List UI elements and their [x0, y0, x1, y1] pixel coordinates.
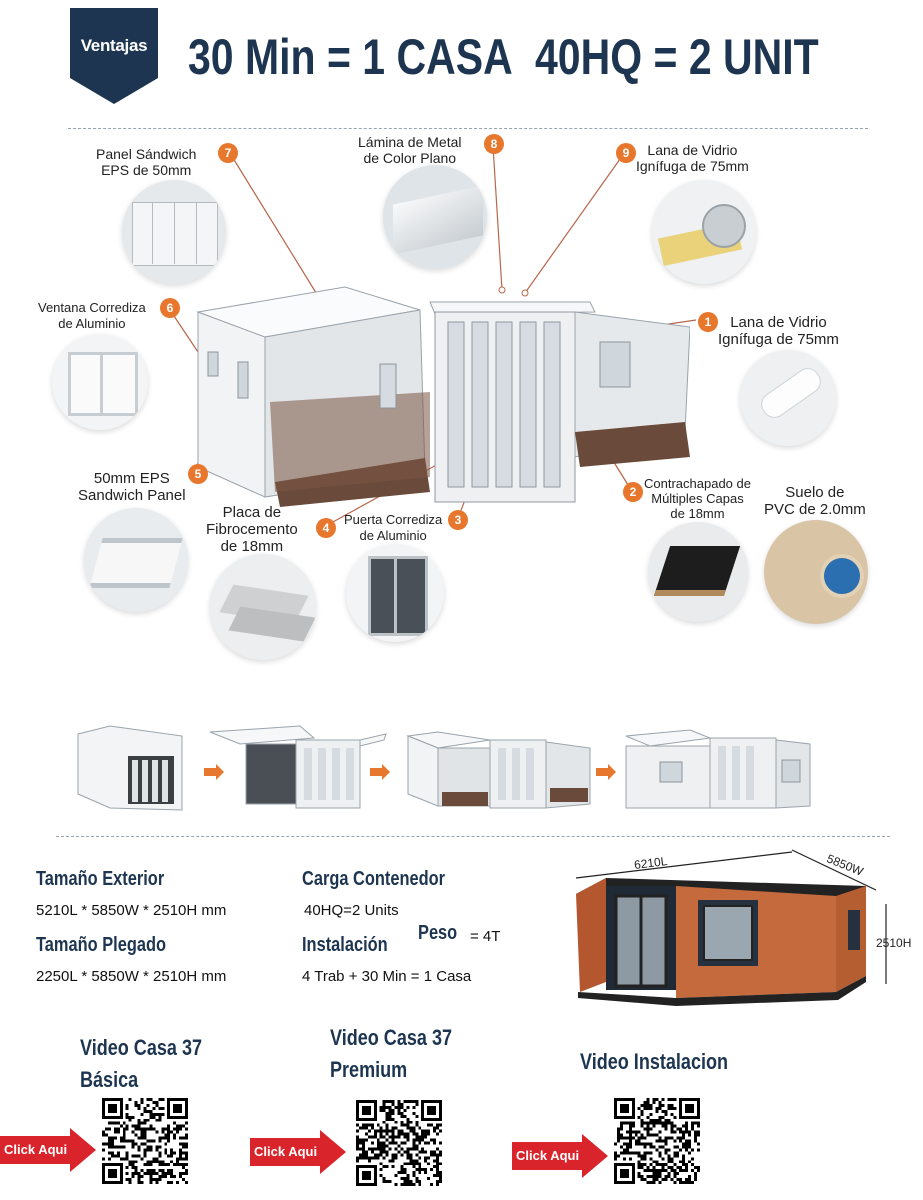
feature-6-number: 6	[160, 298, 180, 318]
video-basic-title: Video Casa 37 Básica	[80, 1035, 203, 1092]
ventajas-badge	[70, 8, 158, 104]
folding-sequence	[77, 725, 811, 811]
pipe-photo	[740, 350, 836, 446]
feature-4-label: Placa de Fibrocemento de 18mm	[206, 504, 298, 555]
installation-label: Instalación	[302, 934, 388, 956]
expandable-house-illustration	[196, 286, 690, 507]
sliding-window-photo	[52, 334, 148, 430]
top-divider	[68, 128, 868, 129]
headline-casa: 30 Min = 1 CASA	[188, 29, 513, 85]
video-installation-title: Video Instalacion	[580, 1049, 729, 1074]
feature-7-label: Panel Sándwich EPS de 50mm	[96, 146, 197, 178]
click-premium-label: Click Aqui	[254, 1144, 318, 1159]
feature-7-number: 7	[218, 143, 238, 163]
exterior-size-label: Tamaño Exterior	[36, 868, 165, 890]
click-premium-button[interactable]: Click Aqui	[250, 1130, 346, 1179]
feature-2-number: 2	[623, 482, 643, 502]
feature-1-label: Lana de Vidrio Ignífuga de 75mm	[718, 314, 839, 348]
metal-sheet-photo	[383, 165, 487, 269]
click-installation-button[interactable]: Click Aqui	[512, 1134, 608, 1183]
container-load-value: 40HQ=2 Units	[304, 902, 399, 919]
glass-wool-photo	[652, 180, 756, 284]
feature-9-number: 9	[616, 143, 636, 163]
weight-label: Peso	[418, 922, 458, 944]
badge-label: Ventajas	[80, 36, 148, 55]
feature-2-label: Contrachapado de Múltiples Capas de 18mm	[644, 476, 751, 521]
sliding-door-photo	[346, 544, 444, 642]
click-installation-label: Click Aqui	[516, 1148, 580, 1163]
pvc-floor-photo	[764, 520, 868, 624]
feature-8-label: Lámina de Metal de Color Plano	[358, 134, 462, 166]
headline-unit: 40HQ = 2 UNIT	[535, 29, 819, 85]
feature-5-label: 50mm EPS Sandwich Panel	[78, 470, 186, 504]
feature-3-label: Puerta Corrediza de Aluminio	[344, 512, 443, 543]
feature-8-number: 8	[484, 134, 504, 154]
sandwich-panel-photo	[84, 508, 188, 612]
fiber-cement-board-photo	[210, 554, 316, 660]
folded-size-value: 2250L * 5850W * 2510H mm	[36, 968, 227, 985]
qr-code-premium[interactable]	[356, 1100, 442, 1186]
qr-code-basic[interactable]	[102, 1098, 188, 1184]
installation-value: 4 Trab + 30 Min = 1 Casa	[302, 968, 472, 985]
exterior-size-value: 5210L * 5850W * 2510H mm	[36, 902, 227, 919]
eps-panel-photo	[122, 180, 226, 284]
feature-4-number: 4	[316, 518, 336, 538]
folded-size-label: Tamaño Plegado	[36, 934, 167, 956]
click-basic-label: Click Aqui	[4, 1142, 68, 1157]
plywood-photo	[648, 522, 748, 622]
height-dimension: 2510H	[876, 936, 912, 950]
feature-6-label: Ventana Corrediza de Aluminio	[38, 300, 146, 331]
feature-pvc-label: Suelo de PVC de 2.0mm	[764, 484, 866, 518]
video-premium-title: Video Casa 37 Premium	[330, 1025, 453, 1082]
dimensioned-house-illustration	[575, 849, 887, 1006]
feature-5-number: 5	[188, 464, 208, 484]
middle-divider	[56, 836, 890, 837]
qr-code-installation[interactable]	[614, 1098, 700, 1184]
weight-value: = 4T	[470, 928, 501, 945]
feature-9-label: Lana de Vidrio Ignífuga de 75mm	[636, 142, 749, 174]
feature-3-number: 3	[448, 510, 468, 530]
click-basic-button[interactable]: Click Aqui	[0, 1128, 96, 1177]
container-load-label: Carga Contenedor	[302, 868, 446, 890]
feature-1-number: 1	[698, 312, 718, 332]
